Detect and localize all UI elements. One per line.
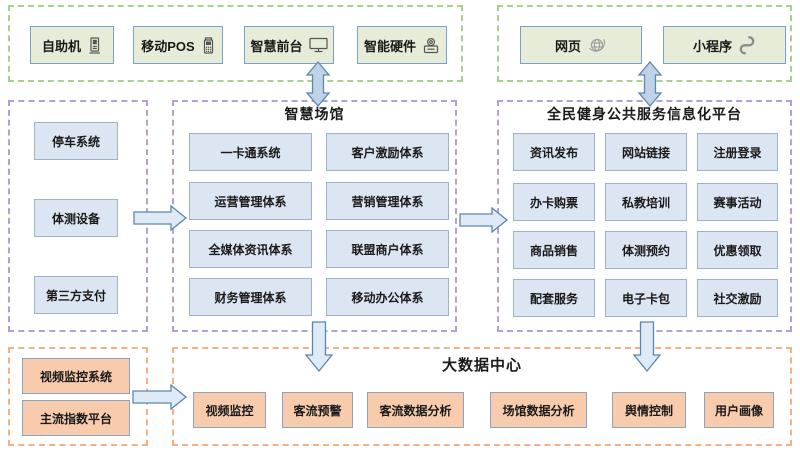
node-label: 商品销售	[529, 243, 578, 258]
node-video-monitor: 视频监控	[193, 392, 266, 428]
node-support-service: 配套服务	[513, 279, 595, 317]
node-private-training: 私教培训	[605, 183, 687, 221]
node-goods-sales: 商品销售	[513, 231, 595, 269]
node-label: 体测设备	[51, 211, 100, 226]
node-smart-front-desk: 智慧前台	[244, 26, 334, 64]
node-label: 移动办公体系	[351, 290, 424, 305]
node-body-test-booking: 体测预约	[605, 231, 687, 269]
node-label: 智能硬件	[363, 38, 416, 54]
node-card-ticket: 办卡购票	[513, 183, 595, 221]
hardware-icon	[422, 37, 440, 54]
node-label: 场馆数据分析	[502, 403, 575, 418]
node-label: 优惠领取	[713, 243, 762, 258]
node-news-publish: 资讯发布	[513, 133, 595, 171]
node-label: 联盟商户体系	[351, 242, 424, 257]
node-label: 视频监控	[205, 403, 254, 418]
kiosk-icon	[87, 36, 102, 54]
node-operation-mgmt: 运营管理体系	[189, 182, 312, 220]
node-mainstream-index-platform: 主流指数平台	[22, 400, 130, 436]
smart-venue-title: 智慧场馆	[284, 106, 345, 122]
node-marketing-mgmt: 营销管理体系	[326, 182, 449, 220]
node-label: 智慧前台	[250, 38, 303, 54]
node-user-portrait: 用户画像	[704, 392, 774, 428]
node-social-incentive: 社交激励	[697, 279, 778, 317]
pos-icon	[201, 36, 215, 54]
node-label: 一卡通系统	[220, 145, 281, 160]
node-flow-warning: 客流预警	[282, 392, 353, 428]
miniprogram-icon	[738, 35, 756, 55]
node-venue-data-analysis: 场馆数据分析	[490, 392, 587, 428]
node-register-login: 注册登录	[697, 133, 778, 171]
node-ecard-wallet: 电子卡包	[605, 279, 687, 317]
node-label: 主流指数平台	[39, 411, 112, 426]
node-label: 配套服务	[529, 291, 578, 306]
node-label: 客流数据分析	[379, 403, 452, 418]
node-label: 电子卡包	[621, 291, 670, 306]
section-big-data	[172, 347, 792, 446]
node-web-page: 网页	[520, 26, 642, 64]
globe-icon	[587, 35, 607, 55]
node-coupon-claim: 优惠领取	[697, 231, 778, 269]
node-mobile-office: 移动办公体系	[326, 278, 449, 316]
node-label: 自助机	[41, 38, 81, 54]
node-label: 第三方支付	[45, 288, 106, 303]
node-label: 资讯发布	[529, 145, 578, 160]
node-label: 网页	[554, 38, 581, 54]
node-label: 注册登录	[713, 145, 762, 160]
node-finance-mgmt: 财务管理体系	[189, 278, 312, 316]
node-label: 舆情控制	[624, 403, 673, 418]
node-label: 移动POS	[141, 38, 195, 54]
node-mobile-pos: 移动POS	[133, 26, 223, 64]
node-label: 客流预警	[293, 403, 342, 418]
public-platform-title: 全民健身公共服务信息化平台	[547, 106, 742, 122]
node-opinion-control: 舆情控制	[612, 392, 686, 428]
node-label: 社交激励	[713, 291, 762, 306]
node-label: 体测预约	[621, 243, 670, 258]
node-label: 运营管理体系	[214, 194, 287, 209]
node-label: 营销管理体系	[351, 194, 424, 209]
node-label: 客户激励体系	[351, 145, 424, 160]
node-alliance-merchant: 联盟商户体系	[326, 230, 449, 268]
node-omnimedia-info: 全媒体资讯体系	[189, 230, 312, 268]
node-label: 赛事活动	[713, 195, 762, 210]
node-website-link: 网站链接	[605, 133, 687, 171]
node-label: 网站链接	[621, 145, 670, 160]
node-self-service-kiosk: 自助机	[30, 26, 114, 64]
node-flow-data-analysis: 客流数据分析	[367, 392, 464, 428]
node-event-activity: 赛事活动	[697, 183, 778, 221]
node-label: 小程序	[692, 38, 732, 54]
node-mini-program: 小程序	[663, 26, 786, 64]
node-third-party-pay: 第三方支付	[34, 276, 118, 314]
node-customer-incentive: 客户激励体系	[326, 133, 449, 171]
big-data-title: 大数据中心	[441, 357, 522, 374]
node-label: 全媒体资讯体系	[208, 242, 293, 257]
node-label: 停车系统	[51, 134, 100, 149]
node-label: 财务管理体系	[214, 290, 287, 305]
node-label: 用户画像	[714, 403, 763, 418]
node-smart-hardware: 智能硬件	[357, 26, 447, 64]
node-label: 私教培训	[621, 195, 670, 210]
node-onecard-system: 一卡通系统	[189, 133, 312, 171]
node-body-test-device: 体测设备	[34, 199, 118, 237]
node-label: 视频监控系统	[39, 369, 112, 384]
node-parking-system: 停车系统	[34, 122, 118, 160]
node-label: 办卡购票	[529, 195, 578, 210]
monitor-icon	[308, 37, 328, 53]
node-video-surveillance-system: 视频监控系统	[22, 358, 130, 394]
